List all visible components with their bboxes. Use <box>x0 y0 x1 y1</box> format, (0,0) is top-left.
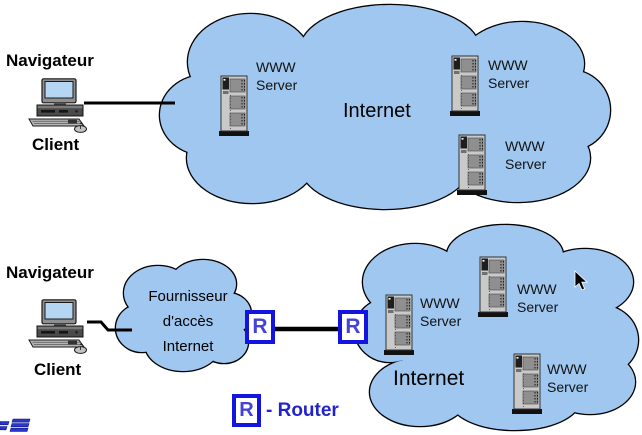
bottom-cloud-label: Internet <box>393 367 465 390</box>
server-label-line1: WWW <box>547 361 587 377</box>
top-cloud-label: Internet <box>343 100 411 122</box>
isp-label-line2: d'accès <box>162 313 214 330</box>
server-label: WWW Server <box>488 56 529 92</box>
client-pc-icon <box>28 78 88 133</box>
server-icon <box>456 134 488 196</box>
router-symbol: R <box>345 315 361 338</box>
mouse-pointer-icon <box>574 270 589 291</box>
server-icon <box>511 353 543 415</box>
server-icon <box>449 55 481 117</box>
server-label-line2: Server <box>547 379 589 395</box>
top-client-title: Navigateur <box>6 51 94 70</box>
server-label-line2: Server <box>488 75 530 91</box>
server-label-line1: WWW <box>256 59 296 75</box>
bottom-client-label: Client <box>34 360 82 379</box>
isp-cloud <box>114 258 253 373</box>
footer-logo <box>0 418 31 432</box>
server-label-line1: WWW <box>488 57 528 73</box>
server-icon <box>218 75 250 137</box>
server-label-line2: Server <box>505 156 547 172</box>
server-label-line2: Server <box>256 77 298 93</box>
server-label-line2: Server <box>420 313 462 329</box>
bottom-client-link-line <box>87 320 132 332</box>
isp-label-line3: Internet <box>162 338 214 355</box>
server-label-line1: WWW <box>517 281 557 297</box>
bottom-client-title: Navigateur <box>6 263 94 282</box>
server-icon <box>383 294 415 356</box>
router-right-box: R <box>338 310 368 344</box>
router-left-box: R <box>245 310 275 344</box>
top-client-label: Client <box>32 135 80 154</box>
legend-router-text: - Router <box>266 400 339 421</box>
server-label: WWW Server <box>505 137 546 173</box>
server-label-line1: WWW <box>505 138 545 154</box>
server-label-line1: WWW <box>420 295 460 311</box>
router-symbol: R <box>252 315 268 338</box>
server-label: WWW Server <box>256 58 297 94</box>
server-label: WWW Server <box>517 280 558 316</box>
isp-cloud-label: Fournisseur d'accès Internet <box>126 284 250 359</box>
server-label: WWW Server <box>420 294 461 330</box>
client-pc-icon <box>28 299 88 354</box>
router-symbol: R <box>239 399 254 421</box>
server-label: WWW Server <box>547 360 588 396</box>
server-icon <box>477 256 509 318</box>
legend-router-box: R <box>232 394 261 427</box>
server-label-line2: Server <box>517 299 559 315</box>
isp-label-line1: Fournisseur <box>148 288 228 305</box>
